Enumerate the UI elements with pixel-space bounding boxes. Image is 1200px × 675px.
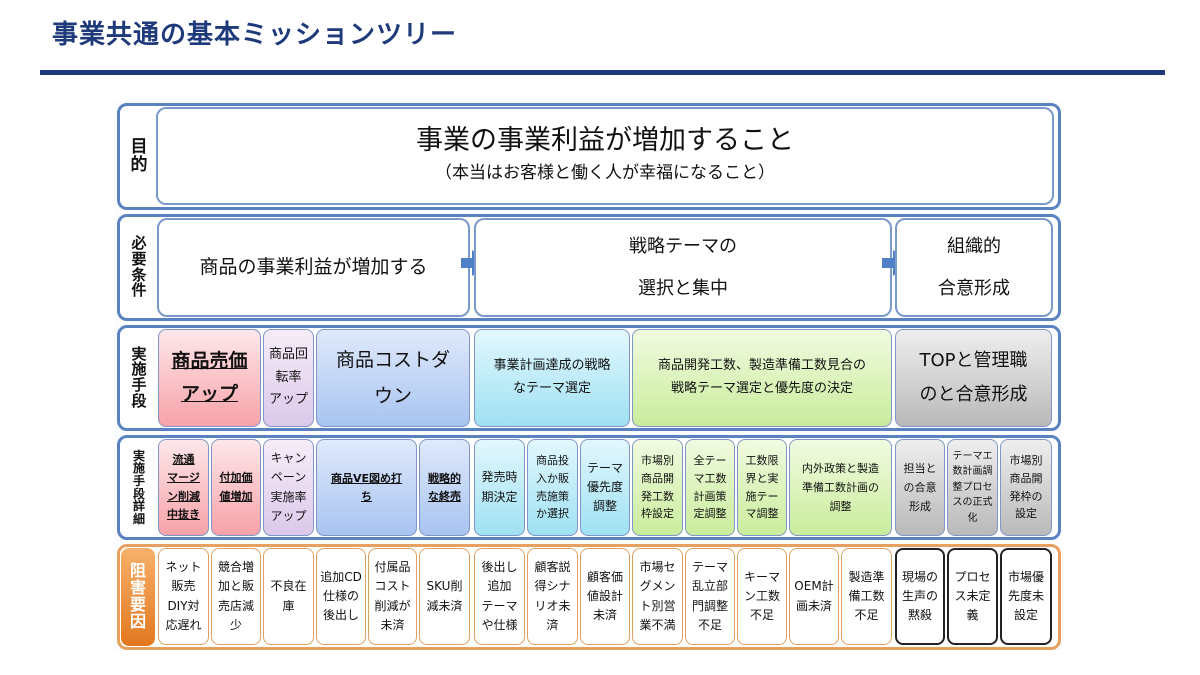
means-priority-decision: 商品開発工数、製造準備工数見合の戦略テーマ選定と優先度の決定	[632, 329, 892, 427]
detail-all-theme-plan: 全テーマ工数計画策定調整	[685, 439, 735, 536]
obstacle-segment-sales: 市場セグメント別営業不満	[632, 548, 683, 645]
purpose-sub: （本当はお客様と働く人が幸福になること）	[435, 163, 775, 184]
obstacle-prep-workload: 製造準備工数不足	[841, 548, 892, 645]
detail-margin-cut: 流通マージン削減中抜き	[158, 439, 209, 536]
page-title: 事業共通の基本ミッションツリー	[52, 20, 458, 50]
obstacle-customer-scenario: 顧客説得シナリオ未済	[527, 548, 578, 645]
detail-policy-adjust: 内外政策と製造準備工数計画の調整	[789, 439, 892, 536]
details-label: 実施手段詳細	[132, 448, 145, 526]
means-cost-down: 商品コストダウン	[316, 329, 470, 427]
detail-process-formalize: テーマエ数計画調整プロセスの正式化	[947, 439, 998, 536]
detail-campaign-rate: キャンペーン実施率アップ	[263, 439, 314, 536]
detail-staff-consensus: 担当との合意形成	[895, 439, 945, 536]
obstacle-value-design: 顧客価値設計未済	[580, 548, 630, 645]
purpose-label: 目的	[130, 136, 148, 175]
requirements-label: 必要条件	[131, 234, 147, 300]
detail-launch-or-promo: 商品投入か販売施策か選択	[527, 439, 578, 536]
requirement-consensus: 組織的合意形成	[895, 218, 1053, 317]
detail-product-ve: 商品VE図め打ち	[316, 439, 417, 536]
obstacle-field-ignored: 現場の生声の黙殺	[895, 548, 945, 645]
title-underline	[40, 70, 1165, 75]
obstacle-accessory-cost: 付属品コスト削減が未済	[368, 548, 417, 645]
means-top-consensus: TOPと管理職のと合意形成	[895, 329, 1052, 427]
requirement-strategy-focus: 戦略テーマの選択と集中	[474, 218, 892, 317]
means-theme-selection: 事業計画達成の戦略なテーマ選定	[474, 329, 630, 427]
obstacle-market-priority: 市場優先度未設定	[1000, 548, 1052, 645]
detail-launch-timing: 発売時期決定	[474, 439, 525, 536]
obstacle-key-person: キーマン工数不足	[737, 548, 787, 645]
detail-strategic-eol: 戦略的な終売	[419, 439, 470, 536]
obstacles-label: 阻害要因	[121, 548, 155, 646]
detail-theme-priority: テーマ優先度調整	[580, 439, 630, 536]
obstacle-dead-stock: 不良在庫	[263, 548, 314, 645]
detail-value-add: 付加価値増加	[211, 439, 261, 536]
detail-capacity-limit: 工数限界と実施テーマ調整	[737, 439, 787, 536]
obstacle-oem-plan: OEM計画未済	[789, 548, 839, 645]
obstacle-process-undefined: プロセス未定義	[947, 548, 998, 645]
detail-market-dev-quota: 市場別商品開発工数枠設定	[632, 439, 683, 536]
means-label: 実施手段	[131, 344, 147, 410]
obstacle-late-additions: 後出し追加テーマや仕様	[474, 548, 525, 645]
obstacle-sku-reduction: SKU削減未済	[419, 548, 470, 645]
arrow-2-shaft	[882, 258, 894, 268]
arrow-1-shaft	[461, 258, 473, 268]
obstacle-theme-sprawl: テーマ乱立部門調整不足	[685, 548, 735, 645]
purpose-box: 事業の事業利益が増加すること （本当はお客様と働く人が幸福になること）	[156, 107, 1054, 205]
requirement-product-profit: 商品の事業利益が増加する	[157, 218, 470, 317]
means-turnover-up: 商品回転率アップ	[263, 329, 314, 427]
obstacle-competition: 競合増加と販売店減少	[211, 548, 261, 645]
detail-market-quota: 市場別商品開発枠の設定	[1000, 439, 1052, 536]
purpose-main: 事業の事業利益が増加すること	[416, 125, 794, 157]
means-price-up: 商品売価アップ	[158, 329, 261, 427]
